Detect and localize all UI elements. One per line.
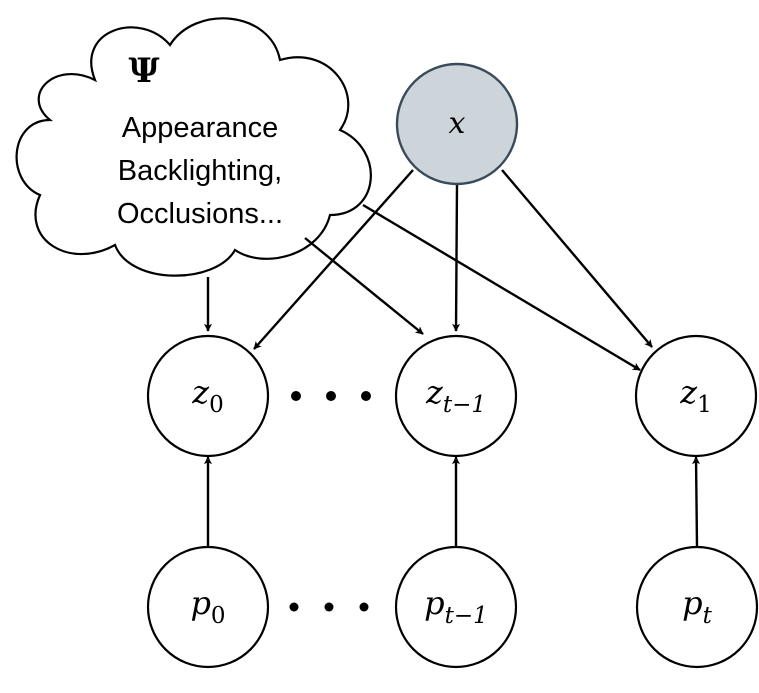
- node-pt: pt: [635, 545, 759, 669]
- ellipsis-dot: [324, 602, 334, 612]
- ellipsis-dot: [326, 391, 336, 401]
- ellipsis-dot: [291, 391, 301, 401]
- node-z0-circle: [146, 334, 270, 458]
- cloud-line-backlighting: Backlighting,: [118, 155, 282, 187]
- edge-pt-z1: [692, 456, 701, 548]
- ellipsis-dot: [361, 391, 371, 401]
- node-zt1-label: zt−1: [425, 373, 486, 418]
- node-pt-label: pt: [682, 584, 712, 629]
- node-pt1-circle: [394, 545, 518, 669]
- node-z1-label: z1: [679, 373, 712, 418]
- ellipsis-p-row: [289, 602, 369, 612]
- ellipsis-dot: [359, 602, 369, 612]
- node-z1-circle: [634, 334, 758, 458]
- edge-x-z0: [253, 169, 414, 350]
- node-z0-label: z0: [191, 373, 224, 418]
- node-p0: p0: [146, 545, 270, 669]
- node-p0-label: p0: [190, 584, 225, 629]
- cloud-line-occlusions: Occlusions...: [117, 198, 283, 230]
- psi-cloud: Ψ Appearance Backlighting, Occlusions...: [15, 17, 372, 277]
- cloud-line-appearance: Appearance: [122, 112, 278, 144]
- node-x-circle: [395, 62, 519, 186]
- cloud-shape: [15, 17, 372, 277]
- edge-x-zt1: [452, 183, 461, 332]
- edge-cloud-zt1: [304, 237, 424, 335]
- node-zt1: zt−1: [394, 334, 518, 458]
- edge-cloud-z1: [362, 203, 641, 372]
- psi-symbol: Ψ: [128, 51, 159, 91]
- node-x: x: [395, 62, 519, 186]
- node-pt1: pt−1: [394, 545, 518, 669]
- ellipsis-z-row: [291, 391, 371, 401]
- node-z1: z1: [634, 334, 758, 458]
- ellipsis-dot: [289, 602, 299, 612]
- edge-x-z1: [501, 169, 653, 348]
- node-p0-circle: [146, 545, 270, 669]
- node-zt1-circle: [394, 334, 518, 458]
- node-pt1-label: pt−1: [424, 584, 488, 629]
- node-pt-circle: [635, 545, 759, 669]
- node-z0: z0: [146, 334, 270, 458]
- node-x-label: x: [449, 106, 466, 141]
- edges: [204, 169, 701, 548]
